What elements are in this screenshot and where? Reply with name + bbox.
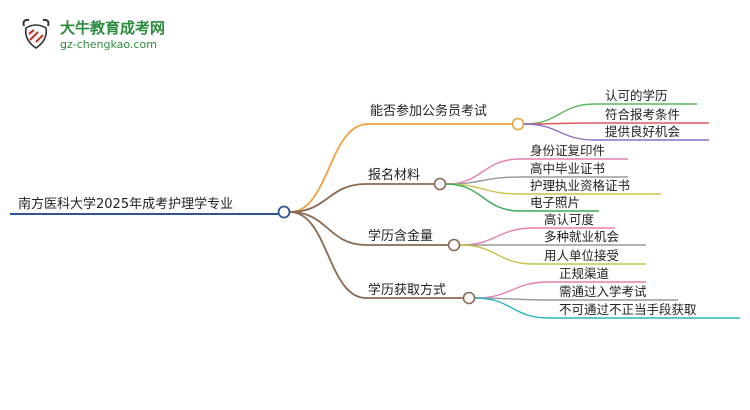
leaf-label-2-1: 身份证复印件 (530, 143, 605, 158)
leaf-label-3-3: 用人单位接受 (544, 248, 619, 263)
leaf-connector-4-3 (474, 297, 550, 319)
leaf-label-3-1: 高认可度 (544, 212, 595, 227)
branch-connector-3 (289, 211, 367, 246)
leaf-connector-3-1 (459, 227, 535, 246)
branch-node-1 (511, 117, 525, 131)
logo-title: 大牛教育成考网 (60, 19, 166, 37)
branch-connector-2 (289, 183, 367, 213)
ox-logo-icon (22, 18, 50, 49)
logo-url: gz-chengkao.com (60, 38, 157, 51)
leaf-label-3-2: 多种就业机会 (544, 229, 620, 244)
leaf-connector-1-3 (523, 123, 596, 141)
leaf-label-4-1: 正规渠道 (559, 266, 610, 281)
leaf-connector-2-4 (445, 183, 521, 212)
leaf-label-1-2: 符合报考条件 (605, 107, 680, 122)
branch-connector-4 (289, 211, 367, 299)
root-label: 南方医科大学2025年成考护理学专业 (18, 196, 233, 212)
branch-label-3: 学历含金量 (368, 228, 433, 244)
branch-node-2 (433, 177, 447, 191)
leaf-label-2-2: 高中毕业证书 (530, 161, 605, 176)
leaf-label-1-1: 认可的学历 (605, 88, 668, 103)
leaf-connector-4-1 (474, 281, 550, 299)
leaf-label-2-4: 电子照片 (530, 195, 580, 210)
leaf-label-4-2: 需通过入学考试 (559, 284, 647, 299)
leaf-connector-3-3 (459, 244, 535, 265)
branch-node-3 (447, 238, 461, 252)
site-logo[interactable]: 大牛教育成考网 gz-chengkao.com (18, 14, 178, 58)
branch-label-2: 报名材料 (368, 167, 420, 183)
branch-node-4 (462, 291, 476, 305)
root-node (277, 205, 291, 219)
leaf-label-1-3: 提供良好机会 (605, 124, 681, 139)
leaf-label-2-3: 护理执业资格证书 (530, 178, 630, 193)
branch-label-4: 学历获取方式 (368, 282, 446, 298)
branch-label-1: 能否参加公务员考试 (370, 103, 487, 119)
leaf-connector-1-1 (523, 103, 596, 125)
branch-connector-1 (289, 123, 369, 213)
leaf-label-4-3: 不可通过不正当手段获取 (559, 302, 697, 317)
